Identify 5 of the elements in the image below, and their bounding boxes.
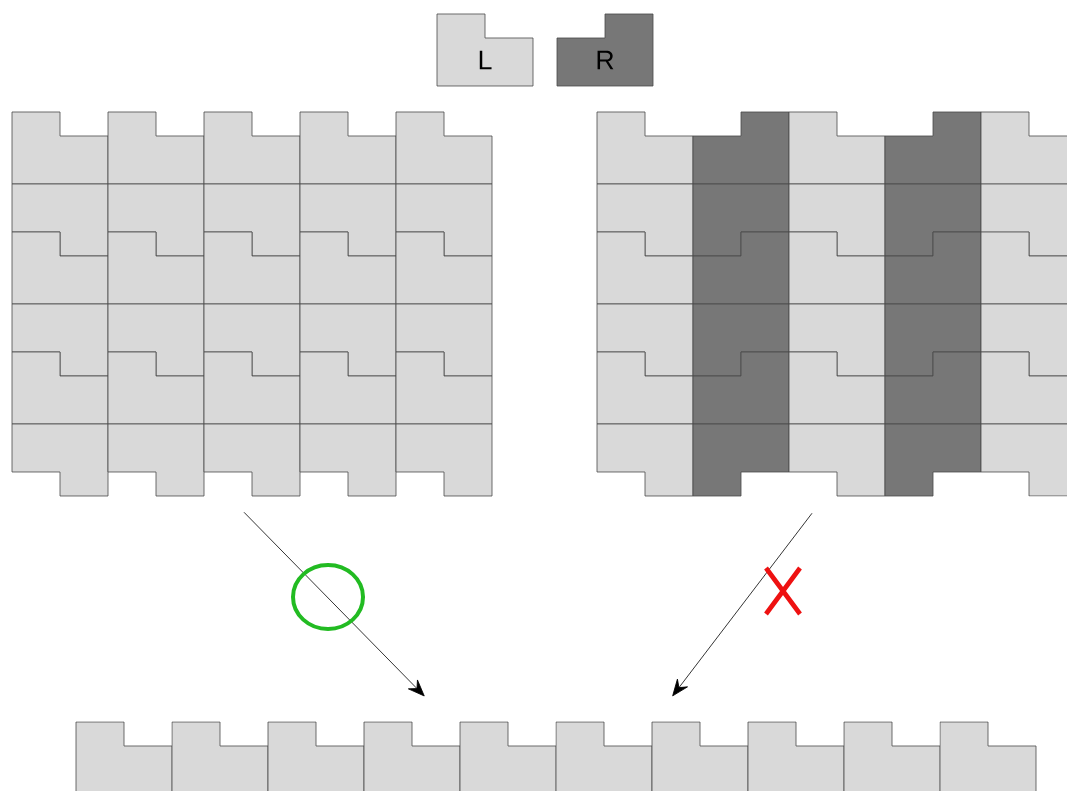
arrow	[243, 511, 425, 697]
tile-row-drawing	[75, 721, 1037, 791]
arrow	[672, 512, 813, 697]
tile-grid-drawing	[11, 111, 493, 497]
tile-grid-drawing	[596, 111, 1067, 497]
